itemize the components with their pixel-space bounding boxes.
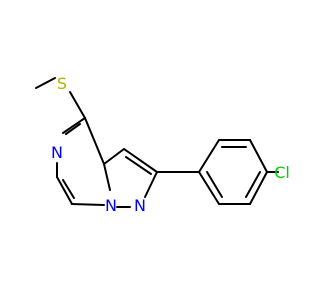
- sulfur-label: S: [57, 74, 67, 93]
- bond-n8-c9: [103, 163, 111, 191]
- molecule-canvas: S N N N Cl: [35, 74, 290, 215]
- bond-s-c4: [69, 91, 86, 119]
- bond-ph3-ph4: [249, 139, 268, 173]
- bond-ph6-ph1-double: [206, 171, 223, 198]
- bond-methyl-s: [35, 77, 56, 89]
- molecule-structure: S N N N Cl: [35, 74, 290, 215]
- bond-c4-n5: [62, 117, 86, 134]
- chlorine-label: Cl: [274, 163, 290, 182]
- pyrazole-nitrogen-label: N: [134, 196, 146, 215]
- bond-c9-c3: [103, 148, 125, 165]
- bridge-nitrogen-label: N: [105, 196, 117, 215]
- bond-c6-c7: [56, 176, 73, 205]
- bond-c7-n8: [71, 203, 105, 206]
- atom-labels: S N N N Cl: [51, 74, 290, 215]
- bond-ph6-ph1: [198, 171, 220, 205]
- bond-c6-c7-double: [62, 179, 75, 199]
- bond-ph4-ph5: [249, 171, 268, 205]
- bond-c4-n5-double: [65, 123, 81, 135]
- bond-c2-n1: [144, 171, 158, 198]
- bond-c3-c2-double: [125, 156, 152, 175]
- bond-c3-c2: [123, 148, 158, 173]
- bonds: [35, 77, 279, 208]
- pyrazine-nitrogen-label: N: [51, 143, 63, 162]
- bond-c9-c4: [84, 117, 105, 165]
- bond-ph1-ph2: [198, 139, 220, 173]
- bond-ph4-ph5-double: [245, 171, 261, 198]
